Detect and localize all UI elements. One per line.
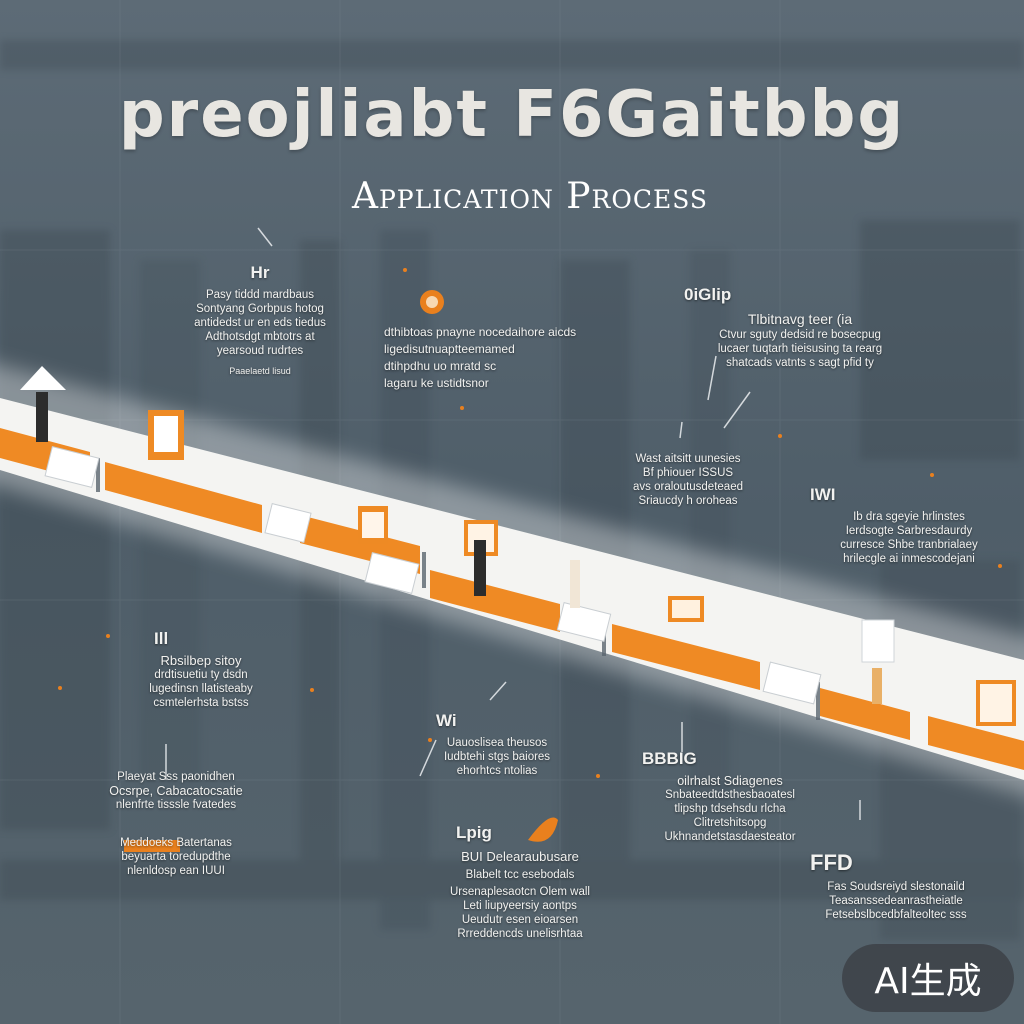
step-line: nlenldosp ean IUUI <box>127 865 225 877</box>
step-note-six: Ill Rbsilbep sitoy drdtisuetiu ty dsdn l… <box>126 628 276 710</box>
accent-dots <box>58 268 1002 778</box>
step-line: Clitretshitsopg <box>693 817 767 829</box>
step-line: Teasanssedeanrastheiatle <box>829 895 963 907</box>
step-line: hrilecgle ai inmescodejani <box>843 553 975 565</box>
connector-lines <box>165 227 861 820</box>
step-note-five: IWI Ib dra sgeyie hrlinstes Ierdsogte Sa… <box>804 484 1014 566</box>
page-title: preojliabt F6Gaitbbg <box>118 78 906 152</box>
step-line: Leti liupyeersiy aontps <box>463 900 577 912</box>
step-line: Meddoeks Batertanas <box>120 837 232 849</box>
page-subtitle: Application Process <box>351 176 709 217</box>
step-heading: Wi <box>436 711 457 730</box>
ai-generated-badge: AI生成 <box>842 944 1014 1012</box>
step-line: Rrreddencds unelisrhtaa <box>457 928 583 940</box>
step-note-four: Wast aitsitt uunesies Bf phiouer ISSUS a… <box>618 452 758 508</box>
step-line: Snbateedtdsthesbaoatesl <box>665 789 795 801</box>
step-line: Ursenaplesaotcn Olem wall <box>450 886 590 898</box>
step-note-hr: Hr Pasy tiddd mardbaus Sontyang Gorbpus … <box>160 262 360 378</box>
step-line: ligedisutnuaptteemamed <box>384 342 515 356</box>
step-line: Wast aitsitt uunesies <box>635 453 741 465</box>
step-heading: BBBIG <box>642 749 697 768</box>
step-line: ehorhtcs ntolias <box>456 765 538 777</box>
step-line: Fas Soudsreiyd slestonaild <box>827 881 965 893</box>
step-line: Sriaucdy h oroheas <box>638 495 738 507</box>
step-line: Paaelaetd lisud <box>229 366 291 376</box>
step-line: Ukhnandetstasdaesteator <box>664 831 796 843</box>
step-line: Blabelt tcc esebodals <box>465 869 575 881</box>
step-note-seven: Wi Uauoslisea theusos Iudbtehi stgs baio… <box>412 710 582 778</box>
step-line: Pasy tiddd mardbaus <box>205 289 315 301</box>
step-line: curresce Shbe tranbrialaey <box>840 539 978 551</box>
step-heading: IWI <box>810 485 836 504</box>
step-line: Ctvur sguty dedsid re bosecpug <box>719 329 881 341</box>
step-line: dtihpdhu uo mratd sc <box>384 359 497 373</box>
step-line: drdtisuetiu ty dsdn <box>154 669 248 681</box>
step-line: oilrhalst Sdiagenes <box>677 774 783 788</box>
step-line: Ocsrpe, Cabacatocsatie <box>109 784 243 798</box>
step-note-eight: BBBIG oilrhalst Sdiagenes Snbateedtdsthe… <box>630 748 830 844</box>
step-line: nlenfrte tisssle fvatedes <box>115 799 237 811</box>
step-line: avs oraloutusdeteaed <box>633 481 743 493</box>
step-line: BUI Delearaubusare <box>461 849 579 864</box>
step-line: Rbsilbep sitoy <box>160 653 242 668</box>
step-line: Sontyang Gorbpus hotog <box>196 303 324 315</box>
step-line: lucaer tuqtarh tieisusing ta rearg <box>717 343 883 355</box>
step-line: antidedst ur en eds tiedus <box>194 317 326 329</box>
step-heading: 0iGlip <box>684 285 732 304</box>
step-note-eleven: FFD Fas Soudsreiyd slestonaild Teasansse… <box>786 850 1006 922</box>
step-line: beyuarta toredupdthe <box>121 851 231 863</box>
step-line: Tlbitnavg teer (ia <box>747 311 853 327</box>
step-line: tlipshp tdsehsdu rlcha <box>674 803 786 815</box>
step-line: Adthotsdgt mbtotrs at <box>205 331 315 343</box>
step-note-nine: Plaeyat Sss paonidhen Ocsrpe, Cabacatocs… <box>76 770 276 878</box>
step-line: lugedinsn llatisteaby <box>149 683 253 695</box>
step-line: Ueudutr esen eioarsen <box>461 914 579 926</box>
step-note-ten: Lpig BUI Delearaubusare Blabelt tcc eseb… <box>420 822 620 941</box>
step-line: yearsoud rudrtes <box>216 345 304 357</box>
step-note-two: dthibtoas pnayne nocedaihore aicds liged… <box>384 324 624 392</box>
step-heading: Lpig <box>456 823 492 842</box>
walking-figures <box>20 366 882 704</box>
step-note-three: 0iGlip Tlbitnavg teer (ia Ctvur sguty de… <box>672 284 928 370</box>
road-signs <box>148 410 1016 726</box>
step-heading: Hr <box>250 263 270 282</box>
step-line: Fetsebslbcedbfalteoltec sss <box>825 909 967 921</box>
step-line: lagaru ke ustidtsnor <box>384 376 489 390</box>
document-cards <box>44 446 822 705</box>
step-line: Ib dra sgeyie hrlinstes <box>853 511 965 523</box>
step-line: Ierdsogte Sarbresdaurdy <box>845 525 973 537</box>
step-line: Plaeyat Sss paonidhen <box>117 771 235 783</box>
step-heading: FFD <box>810 850 853 875</box>
step-line: Iudbtehi stgs baiores <box>443 751 551 763</box>
step-line: dthibtoas pnayne nocedaihore aicds <box>384 325 577 339</box>
step-line: csmtelerhsta bstss <box>153 697 249 709</box>
step-line: Bf phiouer ISSUS <box>642 467 734 479</box>
orange-markers <box>124 290 558 852</box>
step-line: Uauoslisea theusos <box>446 737 548 749</box>
step-line: shatcads vatnts s sagt pfid ty <box>726 357 874 369</box>
step-heading: Ill <box>154 629 169 648</box>
